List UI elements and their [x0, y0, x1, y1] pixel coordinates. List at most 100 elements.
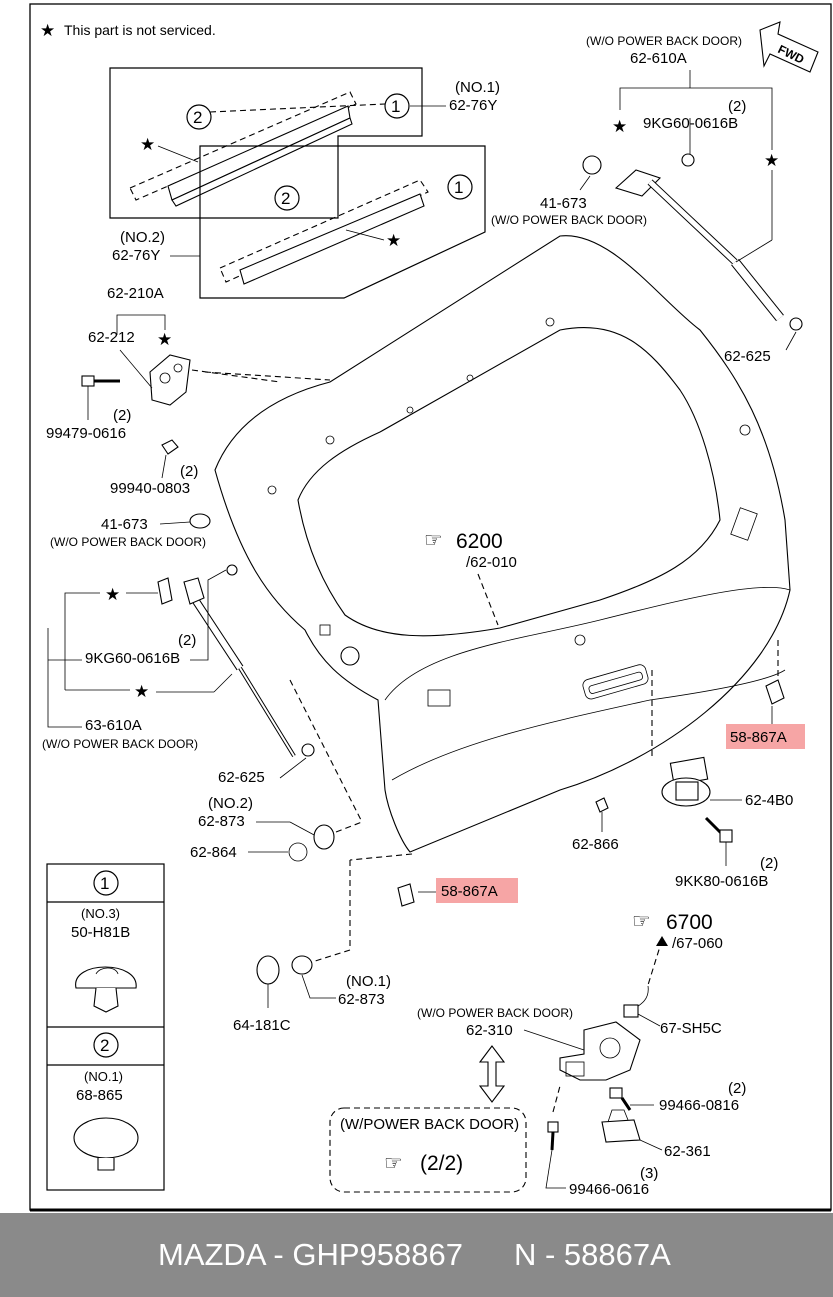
star-icon: ★ [140, 135, 155, 154]
grommet-41-673-a [582, 155, 602, 175]
footer-part: N - 58867A [514, 1237, 671, 1272]
bolt-99479 [81, 375, 120, 387]
bubble-2-b [274, 185, 300, 211]
callout-no1-b: (NO.1) [346, 973, 391, 990]
detail-box-2 [199, 145, 486, 299]
callout-62-873-a: 62-873 [198, 813, 245, 830]
callout-62-625-b: 62-625 [218, 769, 265, 786]
opener-switch [661, 756, 711, 807]
ref-67-060: /67-060 [672, 935, 723, 952]
callout-99466-0616: 99466-0616 [569, 1181, 649, 1198]
weatherstrip-2 [219, 179, 429, 285]
callout-wo-power-e: (W/O POWER BACK DOOR) [417, 1006, 573, 1020]
bumper-64-181c [256, 955, 280, 985]
clip-58-867a-b [397, 883, 415, 907]
callout-no1: (NO.1) [455, 79, 500, 96]
hinge [149, 354, 191, 406]
star-icon: ★ [105, 585, 120, 604]
callout-41-673-b: 41-673 [101, 516, 148, 533]
callout-67-sh5c: 67-SH5C [660, 1020, 722, 1037]
star-icon: ★ [764, 151, 779, 170]
bolt-99466-0816 [609, 1087, 632, 1111]
callout-62-866: 62-866 [572, 836, 619, 853]
star-icon: ★ [612, 117, 627, 136]
callout-62-4b0: 62-4B0 [745, 792, 793, 809]
highlight-58-867a-b [436, 878, 518, 903]
legend-1-part: 50-H81B [71, 924, 130, 941]
bolt-9kk80 [704, 816, 733, 843]
nut-99940 [161, 439, 179, 455]
bubble-2-a [186, 104, 212, 130]
hand-pointer-icon: ☞ [384, 1152, 403, 1175]
door-lock [559, 1021, 641, 1081]
callout-64-181c: 64-181C [233, 1017, 291, 1034]
bumper-62-873-a [313, 824, 335, 850]
callout-wo-power-b: (W/O POWER BACK DOOR) [491, 213, 647, 227]
callout-99479: 99479-0616 [46, 425, 126, 442]
callout-qty2-e: (2) [760, 855, 778, 872]
clip-62-866 [595, 797, 609, 813]
callout-wo-power-a: (W/O POWER BACK DOOR) [586, 34, 742, 48]
callout-62-212: 62-212 [88, 329, 135, 346]
callout-qty2-b: (2) [113, 407, 131, 424]
gas-strut-left [157, 564, 296, 758]
hand-pointer-icon: ☞ [424, 529, 443, 552]
hand-pointer-icon: ☞ [632, 910, 651, 933]
callout-no2: (NO.2) [120, 229, 165, 246]
callout-62-310: 62-310 [466, 1022, 513, 1039]
callout-99466-0816: 99466-0816 [659, 1097, 739, 1114]
callout-62-210a: 62-210A [107, 285, 164, 302]
callout-qty3: (3) [640, 1165, 658, 1182]
push-clip-icon [75, 966, 137, 1013]
parts-diagram: ★ This part is not serviced. FWD 2 1 ★ (… [29, 3, 832, 1212]
screw-99466-0616 [547, 1121, 559, 1151]
fwd-arrow-icon: FWD [759, 21, 819, 73]
callout-9kk80: 9KK80-0616B [675, 873, 768, 890]
notice-text: This part is not serviced. [64, 22, 216, 38]
svg-text:2: 2 [281, 189, 290, 208]
svg-text:1: 1 [391, 97, 400, 116]
star-icon: ★ [157, 330, 172, 349]
callout-62-873-b: 62-873 [338, 991, 385, 1008]
callout-62-76y-b: 62-76Y [112, 247, 160, 264]
legend-2-no: (NO.1) [84, 1069, 123, 1084]
star-icon: ★ [134, 682, 149, 701]
clip-58-867a-a [765, 679, 785, 705]
star-icon: ★ [386, 231, 401, 250]
callout-wo-power-c: (W/O POWER BACK DOOR) [50, 535, 206, 549]
ref-62-010: /62-010 [466, 554, 517, 571]
callout-62-864: 62-864 [190, 844, 237, 861]
ref-6700: 6700 [666, 911, 713, 934]
callout-wo-power-d: (W/O POWER BACK DOOR) [42, 737, 198, 751]
svg-text:1: 1 [454, 178, 463, 197]
arrow-up-icon [656, 936, 668, 946]
power-back-door-ref: (2/2) [420, 1152, 463, 1175]
ref-6200: 6200 [456, 530, 503, 553]
callout-9kg60-b: 9KG60-0616B [85, 650, 180, 667]
callout-63-610a: 63-610A [85, 717, 142, 734]
liftgate-assembly [214, 235, 791, 853]
star-icon: ★ [40, 21, 55, 40]
callout-qty2-d: (2) [178, 632, 196, 649]
weatherstrip-1 [129, 91, 386, 207]
highlight-58-867a-a [726, 724, 805, 749]
callout-58-867a-b: 58-867A [441, 883, 498, 900]
bubble-1-a [384, 93, 410, 119]
cap-62-864 [288, 842, 308, 862]
bumper-62-873-b [291, 955, 313, 975]
callout-qty2-f: (2) [728, 1080, 746, 1097]
callout-62-76y: 62-76Y [449, 97, 497, 114]
detail-box-1 [109, 67, 423, 219]
legend-1-no: (NO.3) [81, 906, 120, 921]
callout-9kg60-a: 9KG60-0616B [643, 115, 738, 132]
bubble-1-b [447, 174, 473, 200]
callout-99940: 99940-0803 [110, 480, 190, 497]
callout-41-673-a: 41-673 [540, 195, 587, 212]
legend-bubble-2: 2 [100, 1036, 109, 1055]
clip-62-625-b [301, 743, 315, 757]
clip-legend-table: 1 (NO.3) 50-H81B 2 (NO.1) 68-865 [46, 863, 165, 1191]
legend-2-part: 68-865 [76, 1087, 123, 1104]
callout-62-625-a: 62-625 [724, 348, 771, 365]
legend-bubble-1: 1 [100, 874, 109, 893]
